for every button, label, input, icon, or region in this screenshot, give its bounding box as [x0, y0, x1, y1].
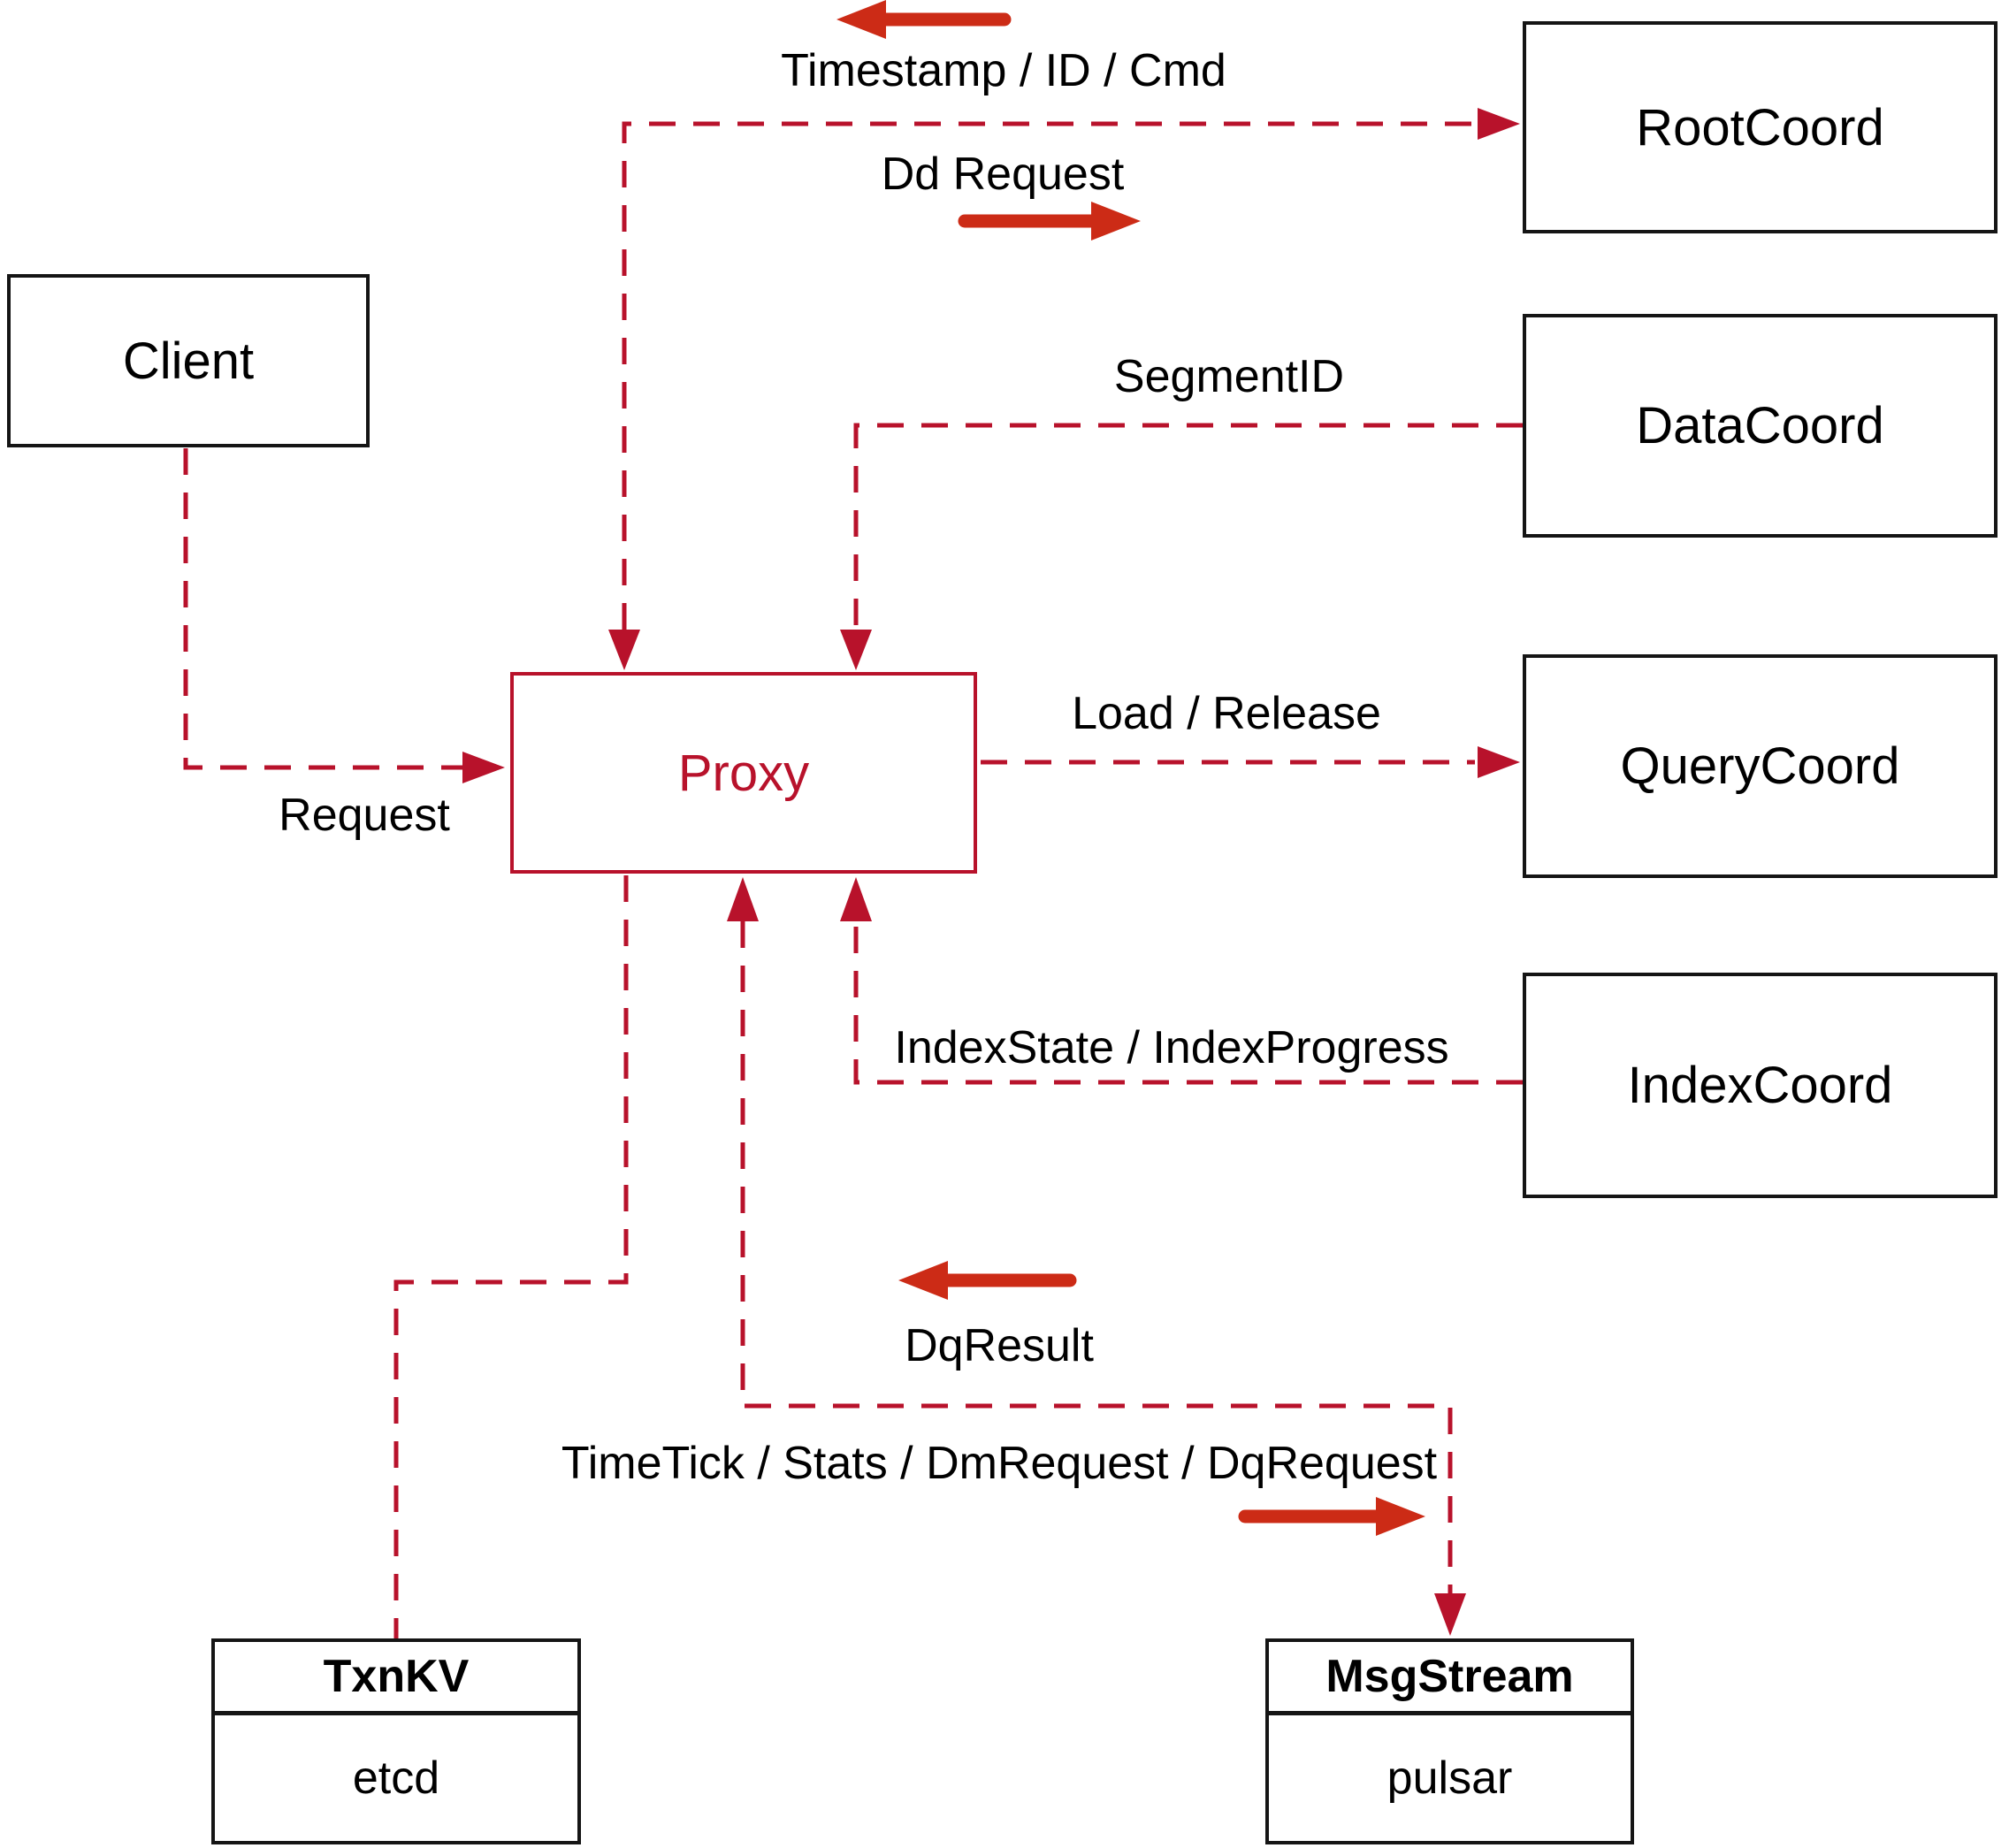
querycoord-node: QueryCoord: [1523, 654, 1998, 878]
edge-proxy-txnkv: [393, 875, 629, 1638]
edge-proxy-msgstream: [740, 921, 1453, 1593]
arrowhead-down-into-proxy-top-right: [840, 630, 872, 670]
edge-label-dd-request: Dd Request: [881, 149, 1125, 200]
edge-label-load-release: Load / Release: [1072, 688, 1381, 739]
proxy-label: Proxy: [677, 744, 810, 802]
txnkv-subtitle: etcd: [352, 1753, 440, 1804]
querycoord-label: QueryCoord: [1620, 737, 1900, 795]
arrowhead-right-into-rootcoord: [1478, 108, 1520, 140]
arrow-left-icon: [836, 0, 1012, 39]
txnkv-title: TxnKV: [215, 1642, 577, 1715]
client-label: Client: [122, 332, 255, 390]
edge-label-timestamp-id-cmd: Timestamp / ID / Cmd: [781, 45, 1226, 96]
rootcoord-label: RootCoord: [1636, 98, 1884, 157]
arrowhead-up-into-proxy-bottom-right: [840, 877, 872, 921]
txnkv-node: TxnKV etcd: [211, 1638, 581, 1844]
rootcoord-node: RootCoord: [1523, 21, 1998, 233]
edge-indexcoord-proxy: [853, 921, 1523, 1085]
msgstream-title: MsgStream: [1269, 1642, 1631, 1715]
edge-label-index-state: IndexState / IndexProgress: [894, 1022, 1449, 1073]
arrowhead-down-into-proxy-top-left: [608, 630, 640, 670]
indexcoord-label: IndexCoord: [1627, 1057, 1893, 1114]
edge-label-dq-result: DqResult: [905, 1320, 1094, 1371]
edge-datacoord-proxy: [853, 423, 1523, 630]
edge-client-proxy: [183, 448, 462, 770]
arrowhead-right-into-proxy-left: [462, 752, 505, 783]
edge-proxy-rootcoord: [622, 121, 1475, 630]
arrow-right-icon: [958, 202, 1141, 241]
edge-label-request: Request: [279, 790, 450, 841]
edge-label-segment-id: SegmentID: [1113, 351, 1345, 402]
msgstream-node: MsgStream pulsar: [1265, 1638, 1634, 1844]
arrowhead-right-into-querycoord: [1478, 746, 1520, 778]
msgstream-subtitle: pulsar: [1386, 1753, 1513, 1804]
proxy-node: Proxy: [510, 672, 977, 874]
indexcoord-node: IndexCoord: [1523, 973, 1998, 1198]
arrow-left-icon: [898, 1261, 1077, 1300]
datacoord-label: DataCoord: [1636, 397, 1884, 454]
arrow-right-icon: [1238, 1497, 1425, 1536]
arrowhead-up-into-proxy-bottom-middle: [727, 877, 759, 921]
arrowhead-down-into-msgstream: [1434, 1593, 1466, 1636]
datacoord-node: DataCoord: [1523, 314, 1998, 538]
edge-label-time-tick: TimeTick / Stats / DmRequest / DqRequest: [561, 1438, 1438, 1489]
client-node: Client: [7, 274, 370, 447]
